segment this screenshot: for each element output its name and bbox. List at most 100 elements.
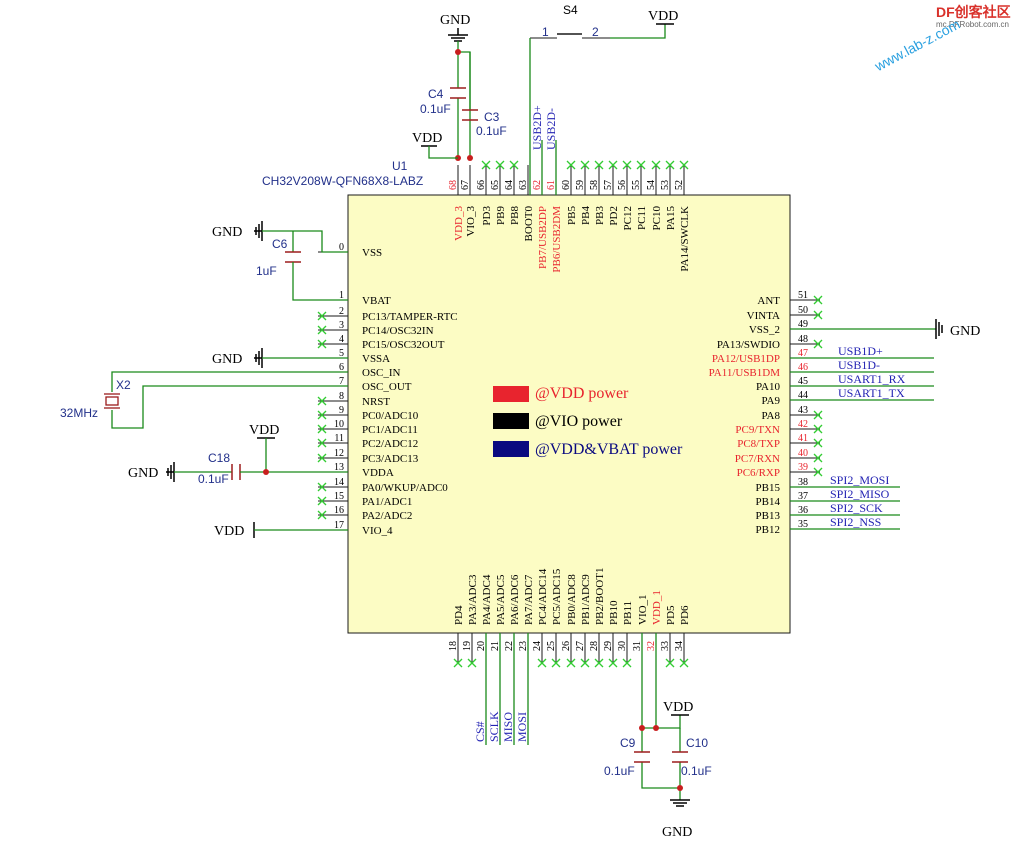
pin-name: PD4 <box>453 605 465 625</box>
pin-number: 46 <box>798 362 808 373</box>
pin-number: 28 <box>589 641 600 651</box>
pin-name: VIO_3 <box>465 206 477 237</box>
no-connect-mark <box>813 410 823 420</box>
pin-number: 50 <box>798 305 808 316</box>
no-connect-mark <box>317 496 327 506</box>
no-connect-mark <box>679 658 689 668</box>
net-usb2dm: USB2D- <box>544 108 558 150</box>
pin-name: VSS <box>362 247 382 259</box>
pin-name: PB1/ADC9 <box>580 574 592 625</box>
s4-switch: S4 1 2 VDD <box>529 3 678 195</box>
top-decoupling: GND C4 0.1uF C3 0.1uF VDD <box>412 13 507 161</box>
legend-label-vio: @VIO power <box>535 413 623 430</box>
vdd-label-s4: VDD <box>648 9 678 24</box>
pin-name: PB10 <box>608 600 620 625</box>
c4-capacitor <box>450 87 466 99</box>
c18-value: 0.1uF <box>198 472 229 486</box>
pin-number: 64 <box>504 180 515 190</box>
bottom-decoupling: VDD GND C9 0.1uF C10 0.1uF <box>604 633 712 840</box>
pin-name: PB8 <box>509 206 521 225</box>
pin-number: 52 <box>674 180 685 190</box>
pin-name: VIO_4 <box>362 525 393 537</box>
pin-number: 60 <box>561 180 572 190</box>
pin-name: PA15 <box>665 206 677 231</box>
pin-name: VDD_1 <box>651 590 663 625</box>
pin-number: 35 <box>798 519 808 530</box>
pin-number: 22 <box>504 641 515 651</box>
pin-name: PB13 <box>756 510 781 522</box>
pin-number: 23 <box>518 641 529 651</box>
pin-number: 9 <box>339 405 344 416</box>
pin-number: 24 <box>532 641 543 651</box>
junction <box>263 469 269 475</box>
site-logo: DF创客社区 mc.DFRobot.com.cn <box>932 0 1024 70</box>
c4-value: 0.1uF <box>420 102 451 116</box>
pin-name: PC6/RXP <box>737 467 780 479</box>
pin-number: 21 <box>490 641 501 651</box>
no-connect-mark <box>665 160 675 170</box>
pin-name: ANT <box>757 295 780 307</box>
pin-number: 17 <box>334 520 344 531</box>
s4-pin1: 1 <box>542 25 549 39</box>
net-spi-sck: SPI2_SCK <box>830 501 883 515</box>
no-connect-marks <box>317 160 823 668</box>
gnd-label-bottom: GND <box>662 825 692 840</box>
pin-name: PB2/BOOT1 <box>594 568 606 625</box>
no-connect-mark <box>679 160 689 170</box>
pin-name: PA9 <box>761 395 780 407</box>
pin-number: 59 <box>575 180 586 190</box>
pin-name: VDDA <box>362 467 394 479</box>
c18-network: VDD GND C18 0.1uF <box>128 423 348 486</box>
pin-name: PC12 <box>622 206 634 230</box>
pin-name: VBAT <box>362 295 391 307</box>
c6-value: 1uF <box>256 264 277 278</box>
net-spi-mosi: SPI2_MOSI <box>830 473 889 487</box>
pin-number: 15 <box>334 491 344 502</box>
bottom-pins: 18PD419PA3/ADC320PA4/ADC421PA5/ADC522PA6… <box>448 568 691 663</box>
pin-name: PA0/WKUP/ADC0 <box>362 482 448 494</box>
pin-number: 0 <box>339 242 344 253</box>
pin-number: 14 <box>334 477 344 488</box>
pin-number: 27 <box>575 641 586 651</box>
pin-name: PA13/SWDIO <box>717 339 780 351</box>
pin-number: 29 <box>603 641 614 651</box>
no-connect-mark <box>622 160 632 170</box>
c6-ref: C6 <box>272 237 288 251</box>
gnd-vssa: GND <box>212 348 348 368</box>
pin-number: 66 <box>476 180 487 190</box>
pin-name: PA11/USB1DM <box>709 367 781 379</box>
pin-number: 5 <box>339 348 344 359</box>
vdd-label-top: VDD <box>412 131 442 146</box>
no-connect-mark <box>481 160 491 170</box>
pin-number: 8 <box>339 391 344 402</box>
pin-name: PB9 <box>495 206 507 225</box>
no-connect-mark <box>651 160 661 170</box>
pin-name: PA8 <box>761 410 780 422</box>
no-connect-mark <box>317 325 327 335</box>
no-connect-mark <box>317 482 327 492</box>
pin-name: PB11 <box>622 601 634 625</box>
gnd-symbol-top <box>448 28 468 42</box>
gnd-label-c18: GND <box>128 466 158 481</box>
pin-number: 18 <box>448 641 459 651</box>
pin-name: PC9/TXN <box>735 424 780 436</box>
junction <box>467 155 473 161</box>
pin-name: PC5/ADC15 <box>551 568 563 625</box>
pin-number: 53 <box>660 180 671 190</box>
pin-name: VIO_1 <box>637 594 649 625</box>
pin-name: OSC_IN <box>362 367 401 379</box>
no-connect-mark <box>495 160 505 170</box>
pin-name: PC14/OSC32IN <box>362 325 434 337</box>
pin-name: PB0/ADC8 <box>566 574 578 625</box>
net-cs: CS# <box>473 721 487 742</box>
c4-ref: C4 <box>428 87 444 101</box>
vdd-label-vio4: VDD <box>214 524 244 539</box>
pin-number: 3 <box>339 320 344 331</box>
legend: @VDD power @VIO power @VDD&VBAT power <box>493 385 683 458</box>
pin-name: PA2/ADC2 <box>362 510 412 522</box>
pin-number: 48 <box>798 334 808 345</box>
c10-ref: C10 <box>686 736 708 750</box>
pin-name: PC15/OSC32OUT <box>362 339 445 351</box>
pin-number: 38 <box>798 477 808 488</box>
no-connect-mark <box>317 410 327 420</box>
